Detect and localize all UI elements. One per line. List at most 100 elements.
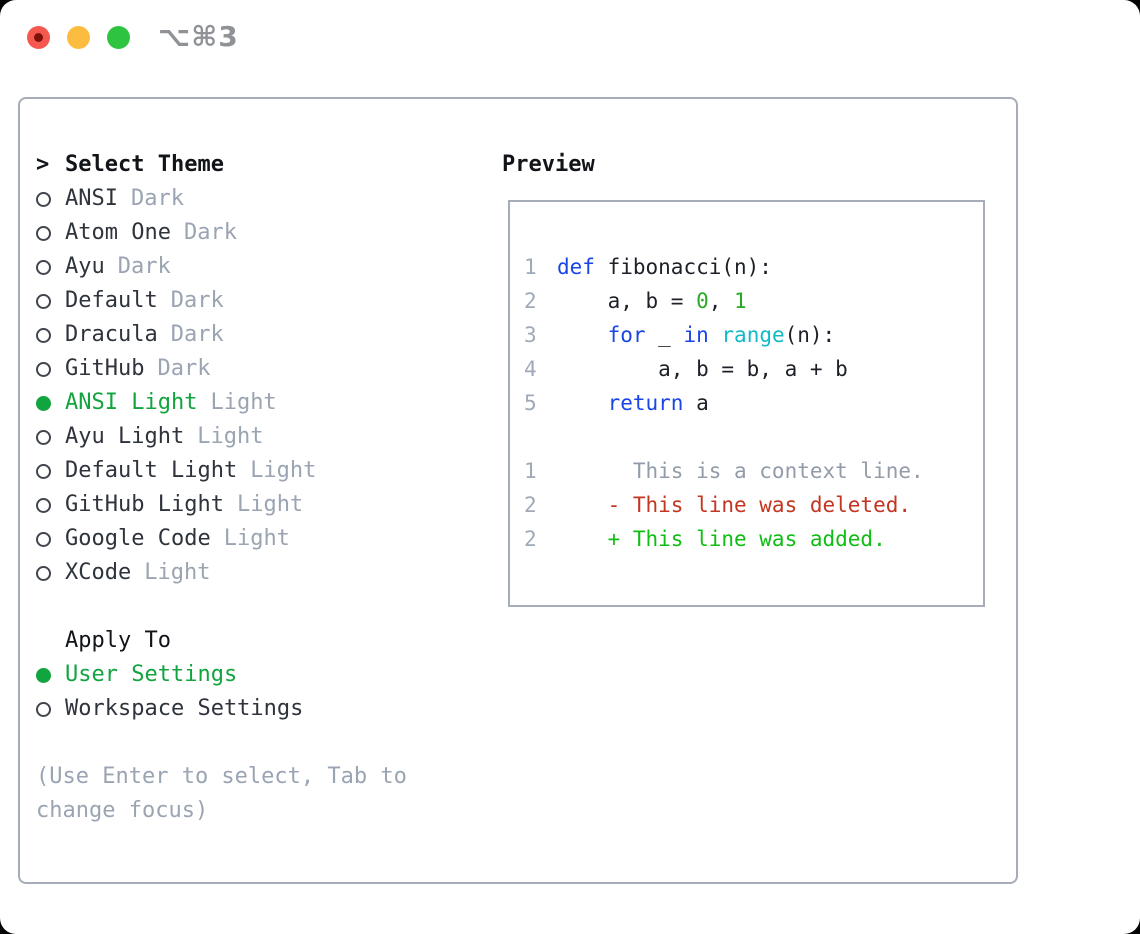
radio-marker xyxy=(36,327,65,343)
diff-deleted-line: 2 - This line was deleted. xyxy=(524,488,973,522)
theme-variant-label: Light xyxy=(250,458,317,483)
window-shortcut-title: ⌥⌘3 xyxy=(158,20,239,53)
theme-variant-label: Dark xyxy=(170,288,224,313)
radio-marker xyxy=(36,259,65,275)
line-content: This is a context line. xyxy=(557,459,924,483)
zoom-button[interactable] xyxy=(107,26,130,49)
theme-variant-label: Dark xyxy=(170,322,224,347)
line-number: 1 xyxy=(524,459,537,483)
token-plain xyxy=(557,323,608,347)
radio-marker xyxy=(36,667,65,683)
token-plain: _ xyxy=(645,323,684,347)
diff-context-line: 1 This is a context line. xyxy=(524,454,973,488)
theme-variant-label: Dark xyxy=(117,254,171,279)
radio-icon xyxy=(36,701,51,717)
theme-option[interactable]: GitHub Dark xyxy=(36,352,407,386)
radio-marker xyxy=(36,463,65,479)
select-theme-heading: Select Theme xyxy=(65,152,224,177)
theme-name: Dracula xyxy=(65,322,158,347)
theme-option[interactable]: ANSI Dark xyxy=(36,182,407,216)
apply-option[interactable]: User Settings xyxy=(36,658,407,692)
code-line: 5 return a xyxy=(524,386,973,420)
token-plain: (n): xyxy=(784,323,836,347)
token-plain: a xyxy=(683,391,709,415)
token-plain: a, b = xyxy=(557,289,697,313)
theme-name: ANSI Light xyxy=(65,390,198,415)
help-text: (Use Enter to select, Tab to change focu… xyxy=(36,760,407,828)
radio-marker xyxy=(36,497,65,513)
theme-name: Ayu Light xyxy=(65,424,185,449)
radio-icon xyxy=(36,497,51,513)
theme-option[interactable]: Ayu Light Light xyxy=(36,420,407,454)
diff-added-line: 2 + This line was added. xyxy=(524,522,973,556)
token-context: This is a context line. xyxy=(557,459,924,483)
radio-marker xyxy=(36,701,65,717)
token-plain: a, b = b, a + b xyxy=(557,357,848,381)
radio-icon xyxy=(36,191,51,207)
minimize-button[interactable] xyxy=(67,26,90,49)
radio-marker xyxy=(36,191,65,207)
code-line: 3 for _ in range(n): xyxy=(524,318,973,352)
line-number: 4 xyxy=(524,357,537,381)
line-number: 2 xyxy=(524,289,537,313)
radio-icon xyxy=(36,361,51,377)
line-content: return a xyxy=(557,391,709,415)
token-num: 0 xyxy=(696,289,709,313)
radio-icon xyxy=(36,463,51,479)
line-number: 3 xyxy=(524,323,537,347)
token-num: 1 xyxy=(734,289,747,313)
radio-marker xyxy=(36,395,65,411)
line-number: 5 xyxy=(524,391,537,415)
line-number: 1 xyxy=(524,255,537,279)
token-kw: in xyxy=(683,323,709,347)
token-plain xyxy=(709,323,722,347)
theme-variant-label: Dark xyxy=(130,186,184,211)
theme-name: Google Code xyxy=(65,526,211,551)
apply-option[interactable]: Workspace Settings xyxy=(36,692,407,726)
theme-name: ANSI xyxy=(65,186,118,211)
line-number: 2 xyxy=(524,527,537,551)
token-kw: return xyxy=(607,391,684,415)
help-line-2: change focus) xyxy=(36,798,209,823)
theme-variant-label: Dark xyxy=(183,220,237,245)
theme-variant-label: Light xyxy=(236,492,304,517)
close-button[interactable] xyxy=(27,26,50,49)
theme-variant-label: Light xyxy=(197,424,264,449)
theme-name: XCode xyxy=(65,560,132,585)
help-line-1: (Use Enter to select, Tab to xyxy=(36,764,407,789)
theme-option[interactable]: Dracula Dark xyxy=(36,318,407,352)
select-theme-heading-row: > Select Theme xyxy=(36,148,407,182)
token-builtin: range xyxy=(721,323,785,347)
unsaved-dot-icon xyxy=(34,33,43,42)
theme-name: GitHub xyxy=(65,356,145,381)
radio-marker xyxy=(36,429,65,445)
line-number: 2 xyxy=(524,493,537,517)
token-deleted: - This line was deleted. xyxy=(557,493,912,517)
line-content: + This line was added. xyxy=(557,527,886,551)
radio-icon xyxy=(36,259,51,275)
radio-selected-icon xyxy=(36,667,51,683)
line-content: for _ in range(n): xyxy=(557,323,836,347)
line-content: a, b = b, a + b xyxy=(557,357,848,381)
radio-marker xyxy=(36,293,65,309)
theme-variant-label: Dark xyxy=(157,356,211,381)
radio-icon xyxy=(36,293,51,309)
apply-option-label: User Settings xyxy=(65,662,238,687)
radio-marker xyxy=(36,531,65,547)
radio-icon xyxy=(36,225,51,241)
line-content: - This line was deleted. xyxy=(557,493,911,517)
